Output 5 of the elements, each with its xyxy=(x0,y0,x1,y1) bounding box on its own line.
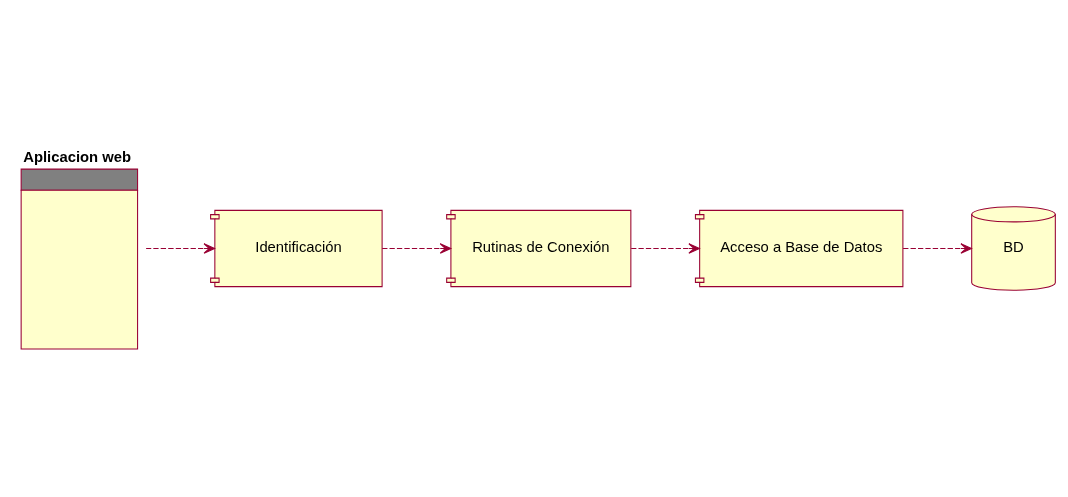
arrow xyxy=(630,243,700,254)
arrow xyxy=(902,243,973,254)
arrow xyxy=(145,243,216,254)
node-label: Aplicacion web xyxy=(23,148,131,165)
arrow xyxy=(381,243,452,254)
